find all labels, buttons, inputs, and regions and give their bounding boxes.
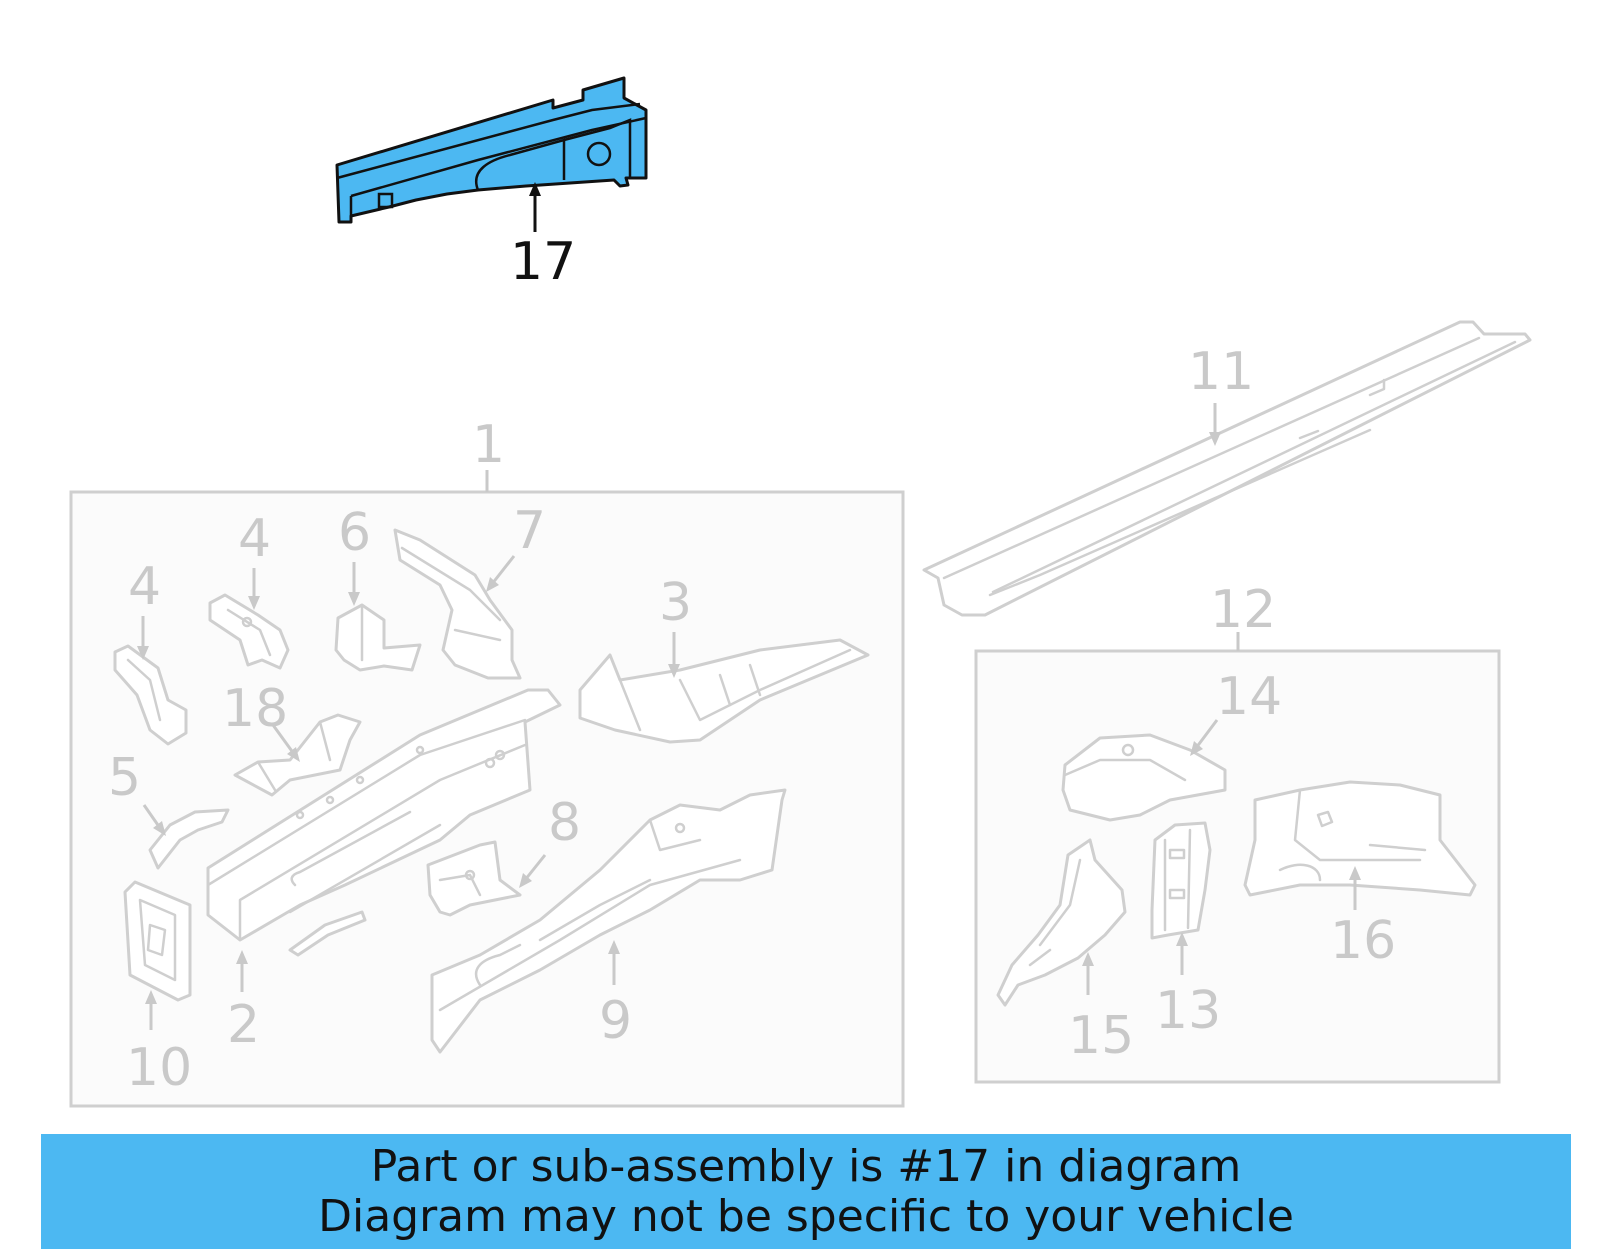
callout-12[interactable]: 12 <box>1210 580 1276 640</box>
part-15[interactable] <box>996 838 1127 1007</box>
arrowhead-15 <box>1082 952 1094 966</box>
arrowhead-13 <box>1176 932 1188 946</box>
part-14[interactable] <box>1061 733 1227 822</box>
callout-10[interactable]: 10 <box>126 1038 192 1098</box>
callout-2[interactable]: 2 <box>227 995 260 1055</box>
callout-1[interactable]: 1 <box>472 415 505 475</box>
arrowhead-4-center <box>248 596 260 610</box>
arrowhead-5 <box>153 821 166 836</box>
callout-8[interactable]: 8 <box>548 793 581 853</box>
callout-7[interactable]: 7 <box>513 501 546 561</box>
arrowhead-8 <box>519 873 532 888</box>
arrowhead-6 <box>348 592 360 606</box>
leader-14 <box>1194 719 1219 749</box>
part-16[interactable] <box>1243 780 1477 897</box>
part-13[interactable] <box>1150 821 1212 940</box>
callout-6[interactable]: 6 <box>338 503 371 563</box>
part-2[interactable] <box>206 688 562 942</box>
arrowhead-2 <box>236 950 248 964</box>
leader-8 <box>523 854 547 881</box>
arrowhead-18 <box>287 747 300 762</box>
part-4-center[interactable] <box>208 593 290 670</box>
part-3[interactable] <box>578 638 870 744</box>
part-8[interactable] <box>426 840 522 917</box>
arrowhead-4-left <box>137 646 149 660</box>
part-17-highlighted[interactable] <box>335 76 648 224</box>
callout-9[interactable]: 9 <box>599 991 632 1051</box>
info-banner: Part or sub-assembly is #17 in diagram D… <box>41 1134 1571 1249</box>
leader-18 <box>271 724 296 755</box>
callout-11[interactable]: 11 <box>1188 342 1254 402</box>
callout-5[interactable]: 5 <box>108 748 141 808</box>
banner-line-2: Diagram may not be specific to your vehi… <box>318 1191 1294 1242</box>
part-2-strip[interactable] <box>288 910 367 957</box>
arrowhead-14 <box>1190 741 1203 756</box>
callout-4-left[interactable]: 4 <box>128 557 161 617</box>
callout-13[interactable]: 13 <box>1155 981 1221 1041</box>
arrowhead-10 <box>145 990 157 1004</box>
callout-14[interactable]: 14 <box>1216 667 1282 727</box>
part-7[interactable] <box>393 528 522 680</box>
arrowhead-17 <box>529 182 541 196</box>
arrowhead-7 <box>486 577 499 592</box>
callout-16[interactable]: 16 <box>1330 911 1396 971</box>
part-11[interactable] <box>922 320 1532 617</box>
part-9[interactable] <box>430 788 787 1054</box>
part-5[interactable] <box>148 808 230 870</box>
callout-3[interactable]: 3 <box>659 573 692 633</box>
arrowhead-9 <box>608 940 620 954</box>
part-6[interactable] <box>334 603 422 672</box>
arrowhead-11 <box>1209 432 1221 446</box>
callout-18[interactable]: 18 <box>222 679 288 739</box>
part-4-left[interactable] <box>113 644 188 746</box>
callout-4-center[interactable]: 4 <box>238 509 271 569</box>
callout-15[interactable]: 15 <box>1068 1006 1134 1066</box>
leader-7 <box>490 555 516 585</box>
arrowhead-16 <box>1349 866 1361 880</box>
part-10[interactable] <box>123 880 192 1002</box>
banner-line-1: Part or sub-assembly is #17 in diagram <box>370 1141 1242 1192</box>
arrowhead-3 <box>668 664 680 678</box>
leader-5 <box>142 804 162 829</box>
callout-17[interactable]: 17 <box>510 232 576 292</box>
